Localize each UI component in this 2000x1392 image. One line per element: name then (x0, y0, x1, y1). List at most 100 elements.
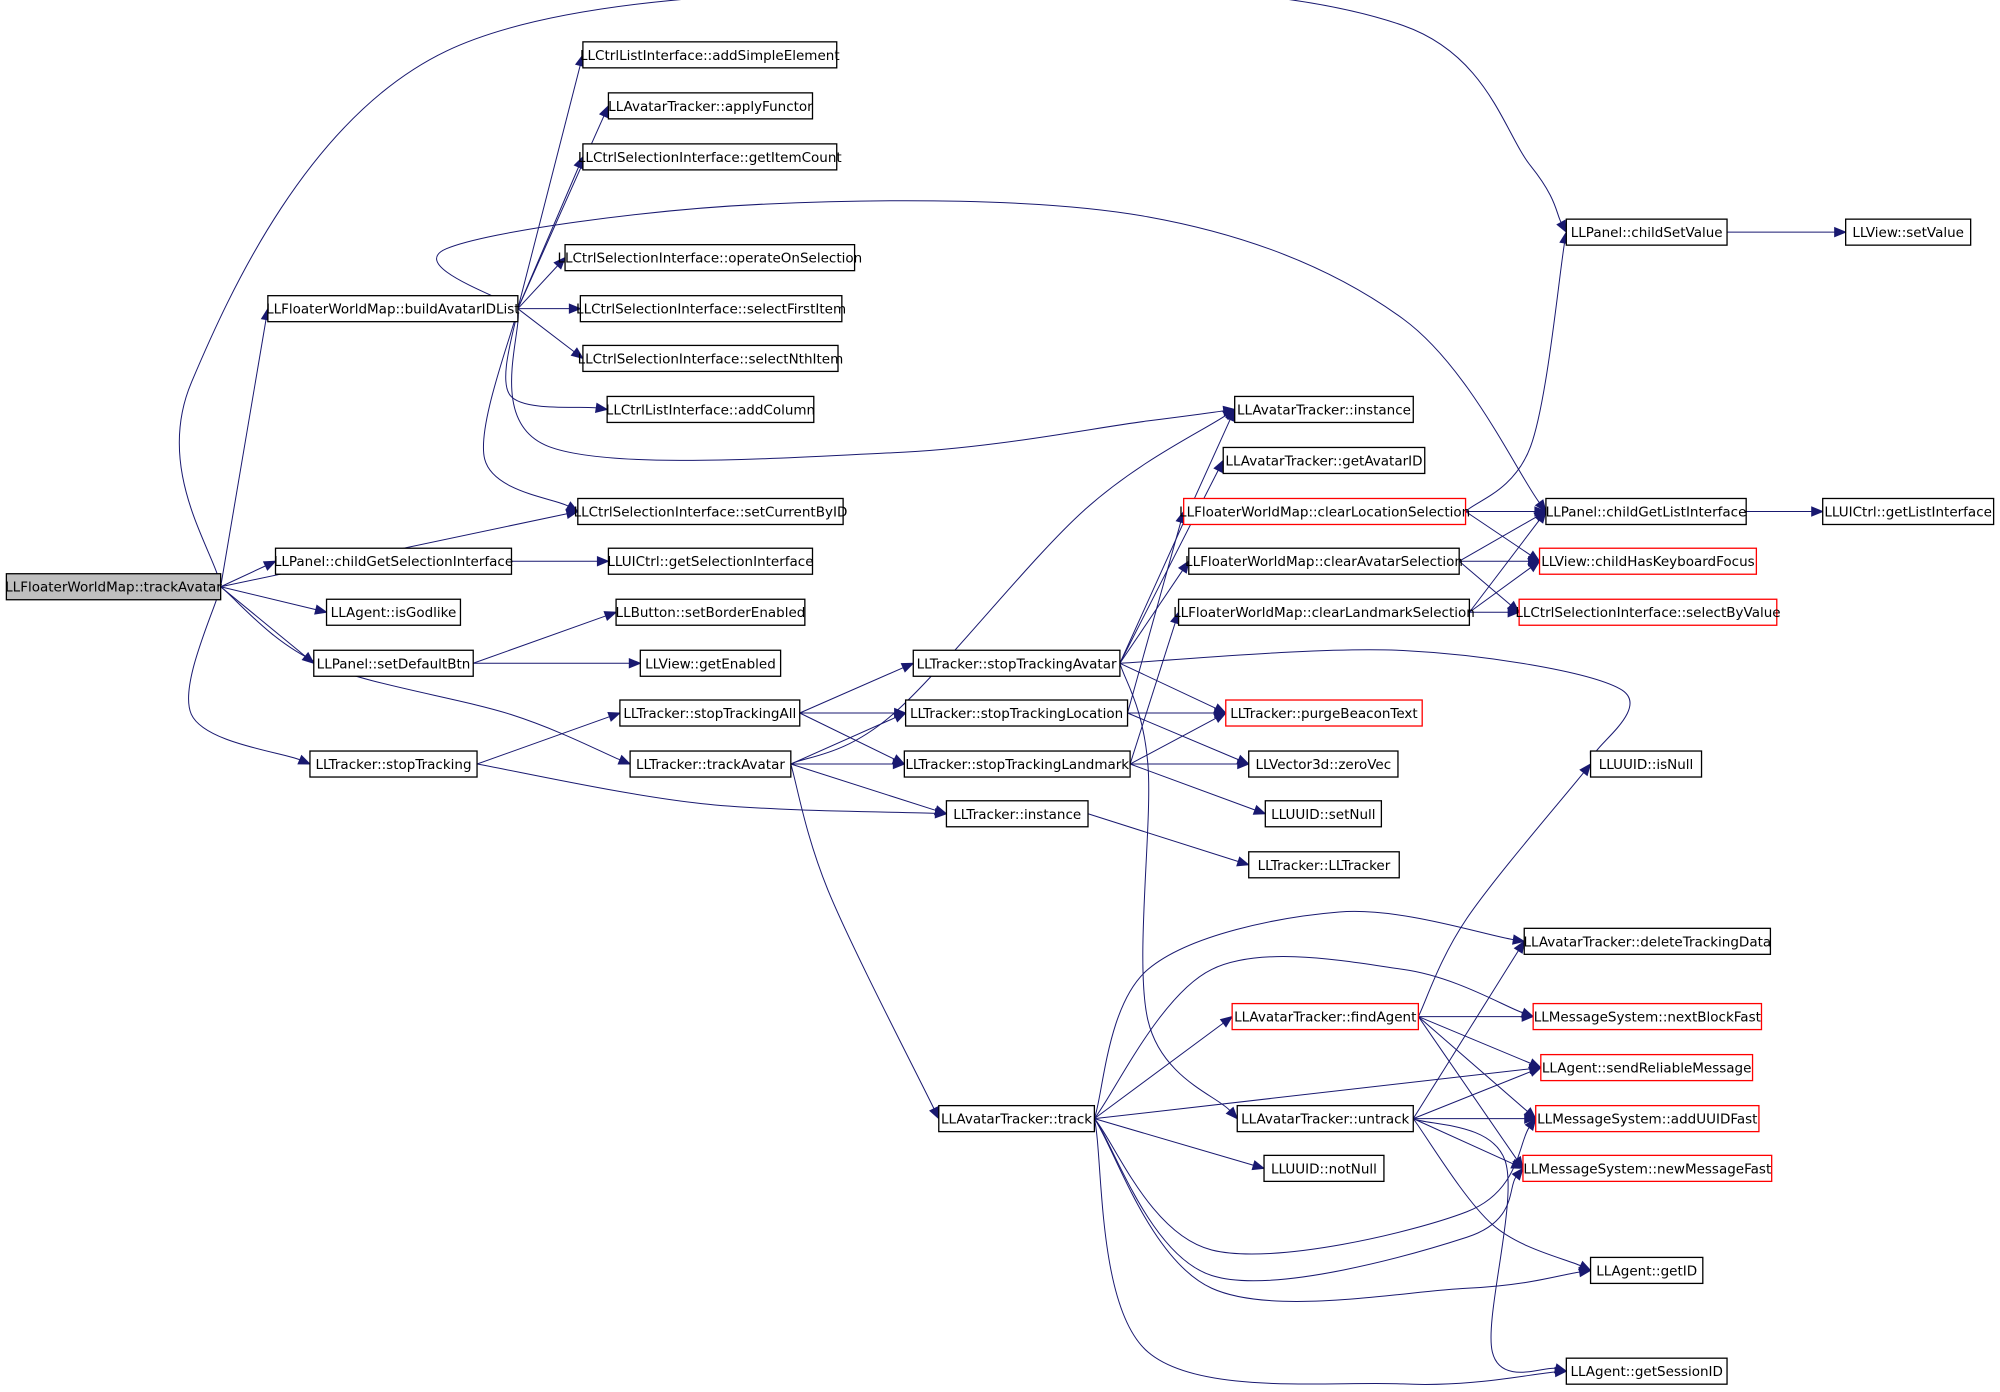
node-childGetListInterface[interactable]: LLPanel::childGetListInterface (1545, 497, 1747, 526)
node-box (1565, 218, 1728, 246)
edge-line (1418, 1016, 1528, 1112)
node-buildAvatarIDList[interactable]: LLFloaterWorldMap::buildAvatarIDList (266, 295, 520, 323)
node-childGetSelectionInterface[interactable]: LLPanel::childGetSelectionInterface (274, 547, 513, 575)
node-label: LLPanel::childGetSelectionInterface (274, 554, 513, 570)
edge-findAgent-to-newMessageFast (1417, 1016, 1524, 1170)
node-nextBlockFast[interactable]: LLMessageSystem::nextBlockFast (1532, 1002, 1763, 1031)
edge-line (1087, 813, 1239, 862)
node-childSetValue[interactable]: LLPanel::childSetValue (1565, 218, 1728, 246)
node-newMessageFast[interactable]: LLMessageSystem::newMessageFast (1522, 1154, 1773, 1183)
node-clearAvatarSelection[interactable]: LLFloaterWorldMap::clearAvatarSelection (1185, 547, 1463, 575)
node-clearLandmarkSelection[interactable]: LLFloaterWorldMap::clearLandmarkSelectio… (1173, 598, 1475, 626)
arrowhead (1237, 758, 1251, 770)
node-selectFirstItem[interactable]: LLCtrlSelectionInterface::selectFirstIte… (576, 295, 846, 323)
node-stopTrackingLocation[interactable]: LLTracker::stopTrackingLocation (904, 699, 1129, 727)
edge-line (1413, 1071, 1531, 1120)
node-box (1177, 598, 1471, 626)
node-trackerInstance[interactable]: LLTracker::instance (945, 800, 1089, 828)
node-zeroVec[interactable]: LLVector3d::zeroVec (1248, 750, 1399, 778)
edge-line (220, 586, 306, 657)
node-getItemCount[interactable]: LLCtrlSelectionInterface::getItemCount (578, 143, 842, 171)
arrowhead (595, 402, 609, 413)
node-label: LLCtrlSelectionInterface::selectByValue (1515, 605, 1780, 621)
edge-line (511, 308, 1224, 461)
node-llTracker[interactable]: LLTracker::LLTracker (1248, 851, 1400, 879)
edge-untrack-to-addUUIDFast (1413, 1113, 1538, 1124)
arrowhead (1534, 499, 1547, 513)
edge-root-to-childGetSelectionInterface (220, 560, 277, 588)
node-stopTrackingLandmark[interactable]: LLTracker::stopTrackingLandmark (903, 750, 1131, 778)
node-stopTracking[interactable]: LLTracker::stopTracking (309, 750, 478, 778)
node-setDefaultBtn[interactable]: LLPanel::setDefaultBtn (313, 649, 474, 677)
node-getAvatarID[interactable]: LLAvatarTracker::getAvatarID (1222, 446, 1426, 475)
node-label: LLUUID::isNull (1599, 757, 1694, 773)
node-label: LLFloaterWorldMap::buildAvatarIDList (266, 302, 520, 318)
node-isGodlike[interactable]: LLAgent::isGodlike (325, 598, 462, 626)
arrowhead (1524, 1113, 1538, 1124)
node-box (606, 395, 815, 424)
node-label: LLFloaterWorldMap::clearAvatarSelection (1185, 554, 1463, 570)
node-clearLocationSelection[interactable]: LLFloaterWorldMap::clearLocationSelectio… (1179, 497, 1470, 526)
node-childHasKeyboardFocus[interactable]: LLView::childHasKeyboardFocus (1538, 547, 1758, 575)
node-selectNthItem[interactable]: LLCtrlSelectionInterface::selectNthItem (578, 344, 844, 373)
node-box (639, 649, 782, 677)
arrowhead (297, 754, 312, 765)
node-box (274, 547, 513, 575)
node-addUUIDFast[interactable]: LLMessageSystem::addUUIDFast (1535, 1104, 1760, 1133)
arrowhead (1579, 763, 1592, 777)
node-avTrack[interactable]: LLAvatarTracker::track (938, 1104, 1096, 1133)
edge-line (1129, 763, 1256, 811)
arrowhead (892, 712, 907, 723)
edge-buildAvatarIDList-to-selectFirstItem (517, 303, 582, 314)
arrowhead (596, 555, 610, 567)
node-root[interactable]: LLFloaterWorldMap::trackAvatar (5, 573, 222, 601)
edge-line (1417, 772, 1585, 1017)
node-box (938, 1104, 1096, 1133)
node-box (582, 344, 839, 373)
node-getListInterface[interactable]: LLUICtrl::getListInterface (1822, 497, 1995, 526)
edge-line (1469, 567, 1531, 613)
node-setNull[interactable]: LLUUID::setNull (1264, 800, 1383, 828)
node-box (1518, 598, 1778, 626)
node-trackAvatarT[interactable]: LLTracker::trackAvatar (629, 750, 792, 778)
node-getEnabled[interactable]: LLView::getEnabled (639, 649, 782, 677)
edge-root-to-buildAvatarIDList (220, 307, 272, 587)
edge-line (1412, 1118, 1581, 1267)
arrowhead (1513, 940, 1525, 954)
node-applyFunctor[interactable]: LLAvatarTracker::applyFunctor (607, 92, 813, 120)
node-addColumn[interactable]: LLCtrlListInterface::addColumn (606, 395, 815, 424)
arrowhead (1507, 607, 1521, 618)
node-deleteTrackingData[interactable]: LLAvatarTracker::deleteTrackingData (1523, 927, 1771, 955)
edge-untrack-to-newMessageFast (1413, 1118, 1525, 1169)
node-box (1248, 851, 1400, 879)
arrowhead (1524, 1117, 1537, 1131)
node-setValue[interactable]: LLView::setValue (1845, 218, 1972, 246)
node-purgeBeaconText[interactable]: LLTracker::purgeBeaconText (1225, 699, 1423, 727)
edge-line (1129, 717, 1217, 765)
edge-line (1119, 649, 1631, 755)
node-untrack[interactable]: LLAvatarTracker::untrack (1236, 1104, 1414, 1133)
node-operateOnSelection[interactable]: LLCtrlSelectionInterface::operateOnSelec… (557, 244, 862, 272)
node-getSelectionInterface[interactable]: LLUICtrl::getSelectionInterface (607, 547, 814, 575)
node-findAgent[interactable]: LLAvatarTracker::findAgent (1231, 1002, 1420, 1031)
node-setCurrentByID[interactable]: LLCtrlSelectionInterface::setCurrentByID (574, 497, 848, 526)
edge-buildAvatarIDList-to-applyFunctor (517, 104, 609, 309)
node-getSessionID[interactable]: LLAgent::getSessionID (1565, 1357, 1728, 1385)
node-avInstance[interactable]: LLAvatarTracker::instance (1234, 395, 1414, 424)
node-setBorderEnabled[interactable]: LLButton::setBorderEnabled (615, 598, 806, 626)
edge-line (1094, 1022, 1224, 1120)
node-selectByValue[interactable]: LLCtrlSelectionInterface::selectByValue (1515, 598, 1781, 626)
node-box (1822, 497, 1995, 526)
edge-stopTrackingAvatar-to-untrack (1119, 663, 1239, 1120)
node-stopTrackingAll[interactable]: LLTracker::stopTrackingAll (619, 699, 801, 727)
node-isNull[interactable]: LLUUID::isNull (1589, 750, 1703, 778)
node-addSimpleElement[interactable]: LLCtrlListInterface::addSimpleElement (580, 41, 840, 69)
node-notNull[interactable]: LLUUID::notNull (1263, 1154, 1385, 1183)
edge-stopTrackingAvatar-to-purgeBeaconText (1119, 662, 1227, 714)
node-label: LLTracker::stopTracking (315, 757, 471, 773)
node-getID[interactable]: LLAgent::getID (1589, 1256, 1704, 1285)
node-label: LLMessageSystem::addUUIDFast (1537, 1112, 1757, 1128)
node-stopTrackingAvatar[interactable]: LLTracker::stopTrackingAvatar (912, 649, 1121, 677)
edge-line (220, 319, 267, 587)
node-sendReliableMessage[interactable]: LLAgent::sendReliableMessage (1540, 1053, 1754, 1082)
